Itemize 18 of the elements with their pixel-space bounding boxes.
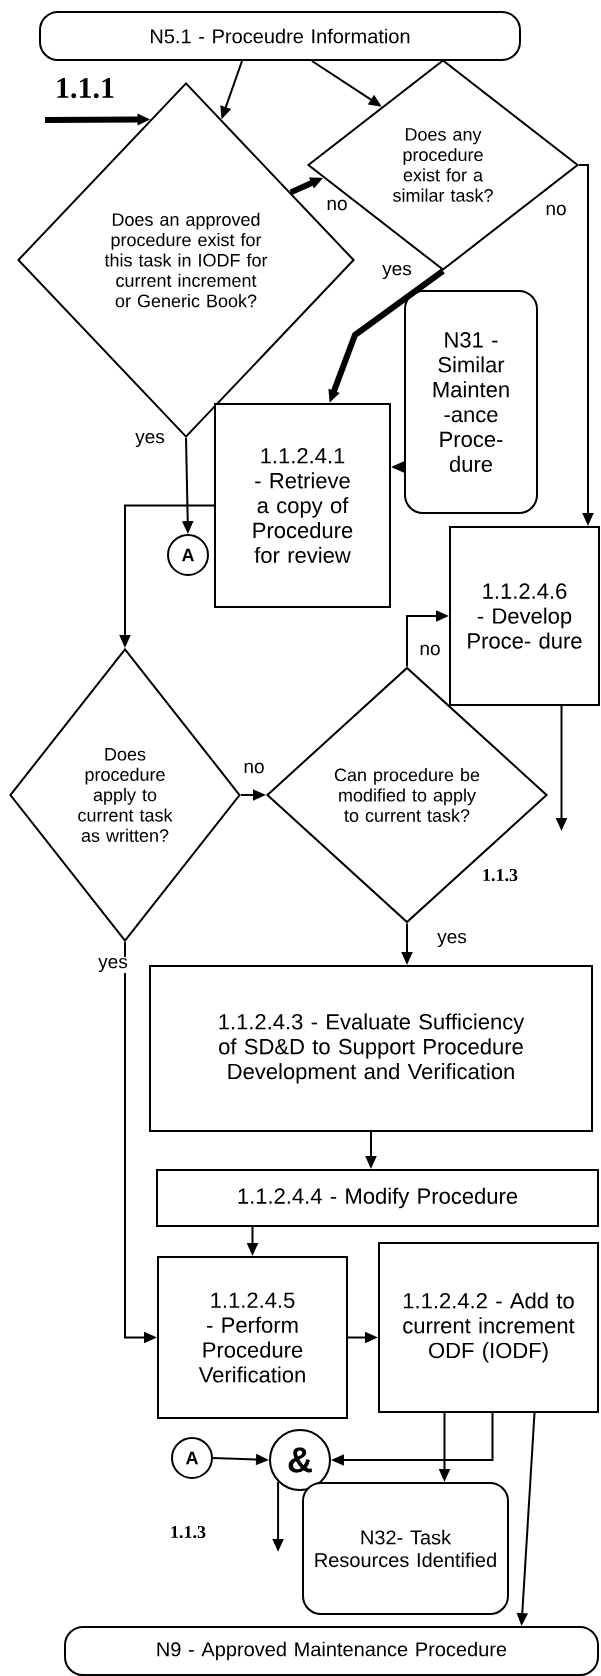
data-box: N9 - Approved Maintenance Procedure	[64, 1626, 599, 1676]
process-box: 1.1.2.4.1 - Retrieve a copy of Procedure for review	[214, 403, 391, 608]
edge-label: yes	[97, 956, 129, 974]
edge-label: no	[418, 643, 442, 657]
edge-label: 1.1.3	[169, 1524, 207, 1540]
process-box: 1.1.2.4.3 - Evaluate Sufficiency of SD&D to Support Procedure Development and Verification	[149, 965, 593, 1132]
process-box: 1.1.2.4.4 - Modify Procedure	[156, 1169, 599, 1227]
data-box: N31 - Similar Mainten -ance Proce- dure	[404, 290, 538, 514]
edge-label: yes	[436, 931, 468, 949]
process-box: 1.1.2.4.6 - Develop Proce- dure	[449, 526, 600, 706]
data-box: N32- Task Resources Identified	[302, 1482, 509, 1615]
edge-label: no	[544, 203, 568, 217]
edge-label: no	[242, 761, 266, 775]
process-box: 1.1.2.4.2 - Add to current increment ODF (IODF)	[378, 1242, 599, 1413]
edge-label: no	[325, 198, 349, 212]
data-box: N5.1 - Proceudre Information	[39, 11, 521, 61]
process-box: 1.1.2.4.5 - Perform Procedure Verification	[157, 1256, 348, 1419]
edge-label: 1.1.3	[481, 867, 519, 883]
